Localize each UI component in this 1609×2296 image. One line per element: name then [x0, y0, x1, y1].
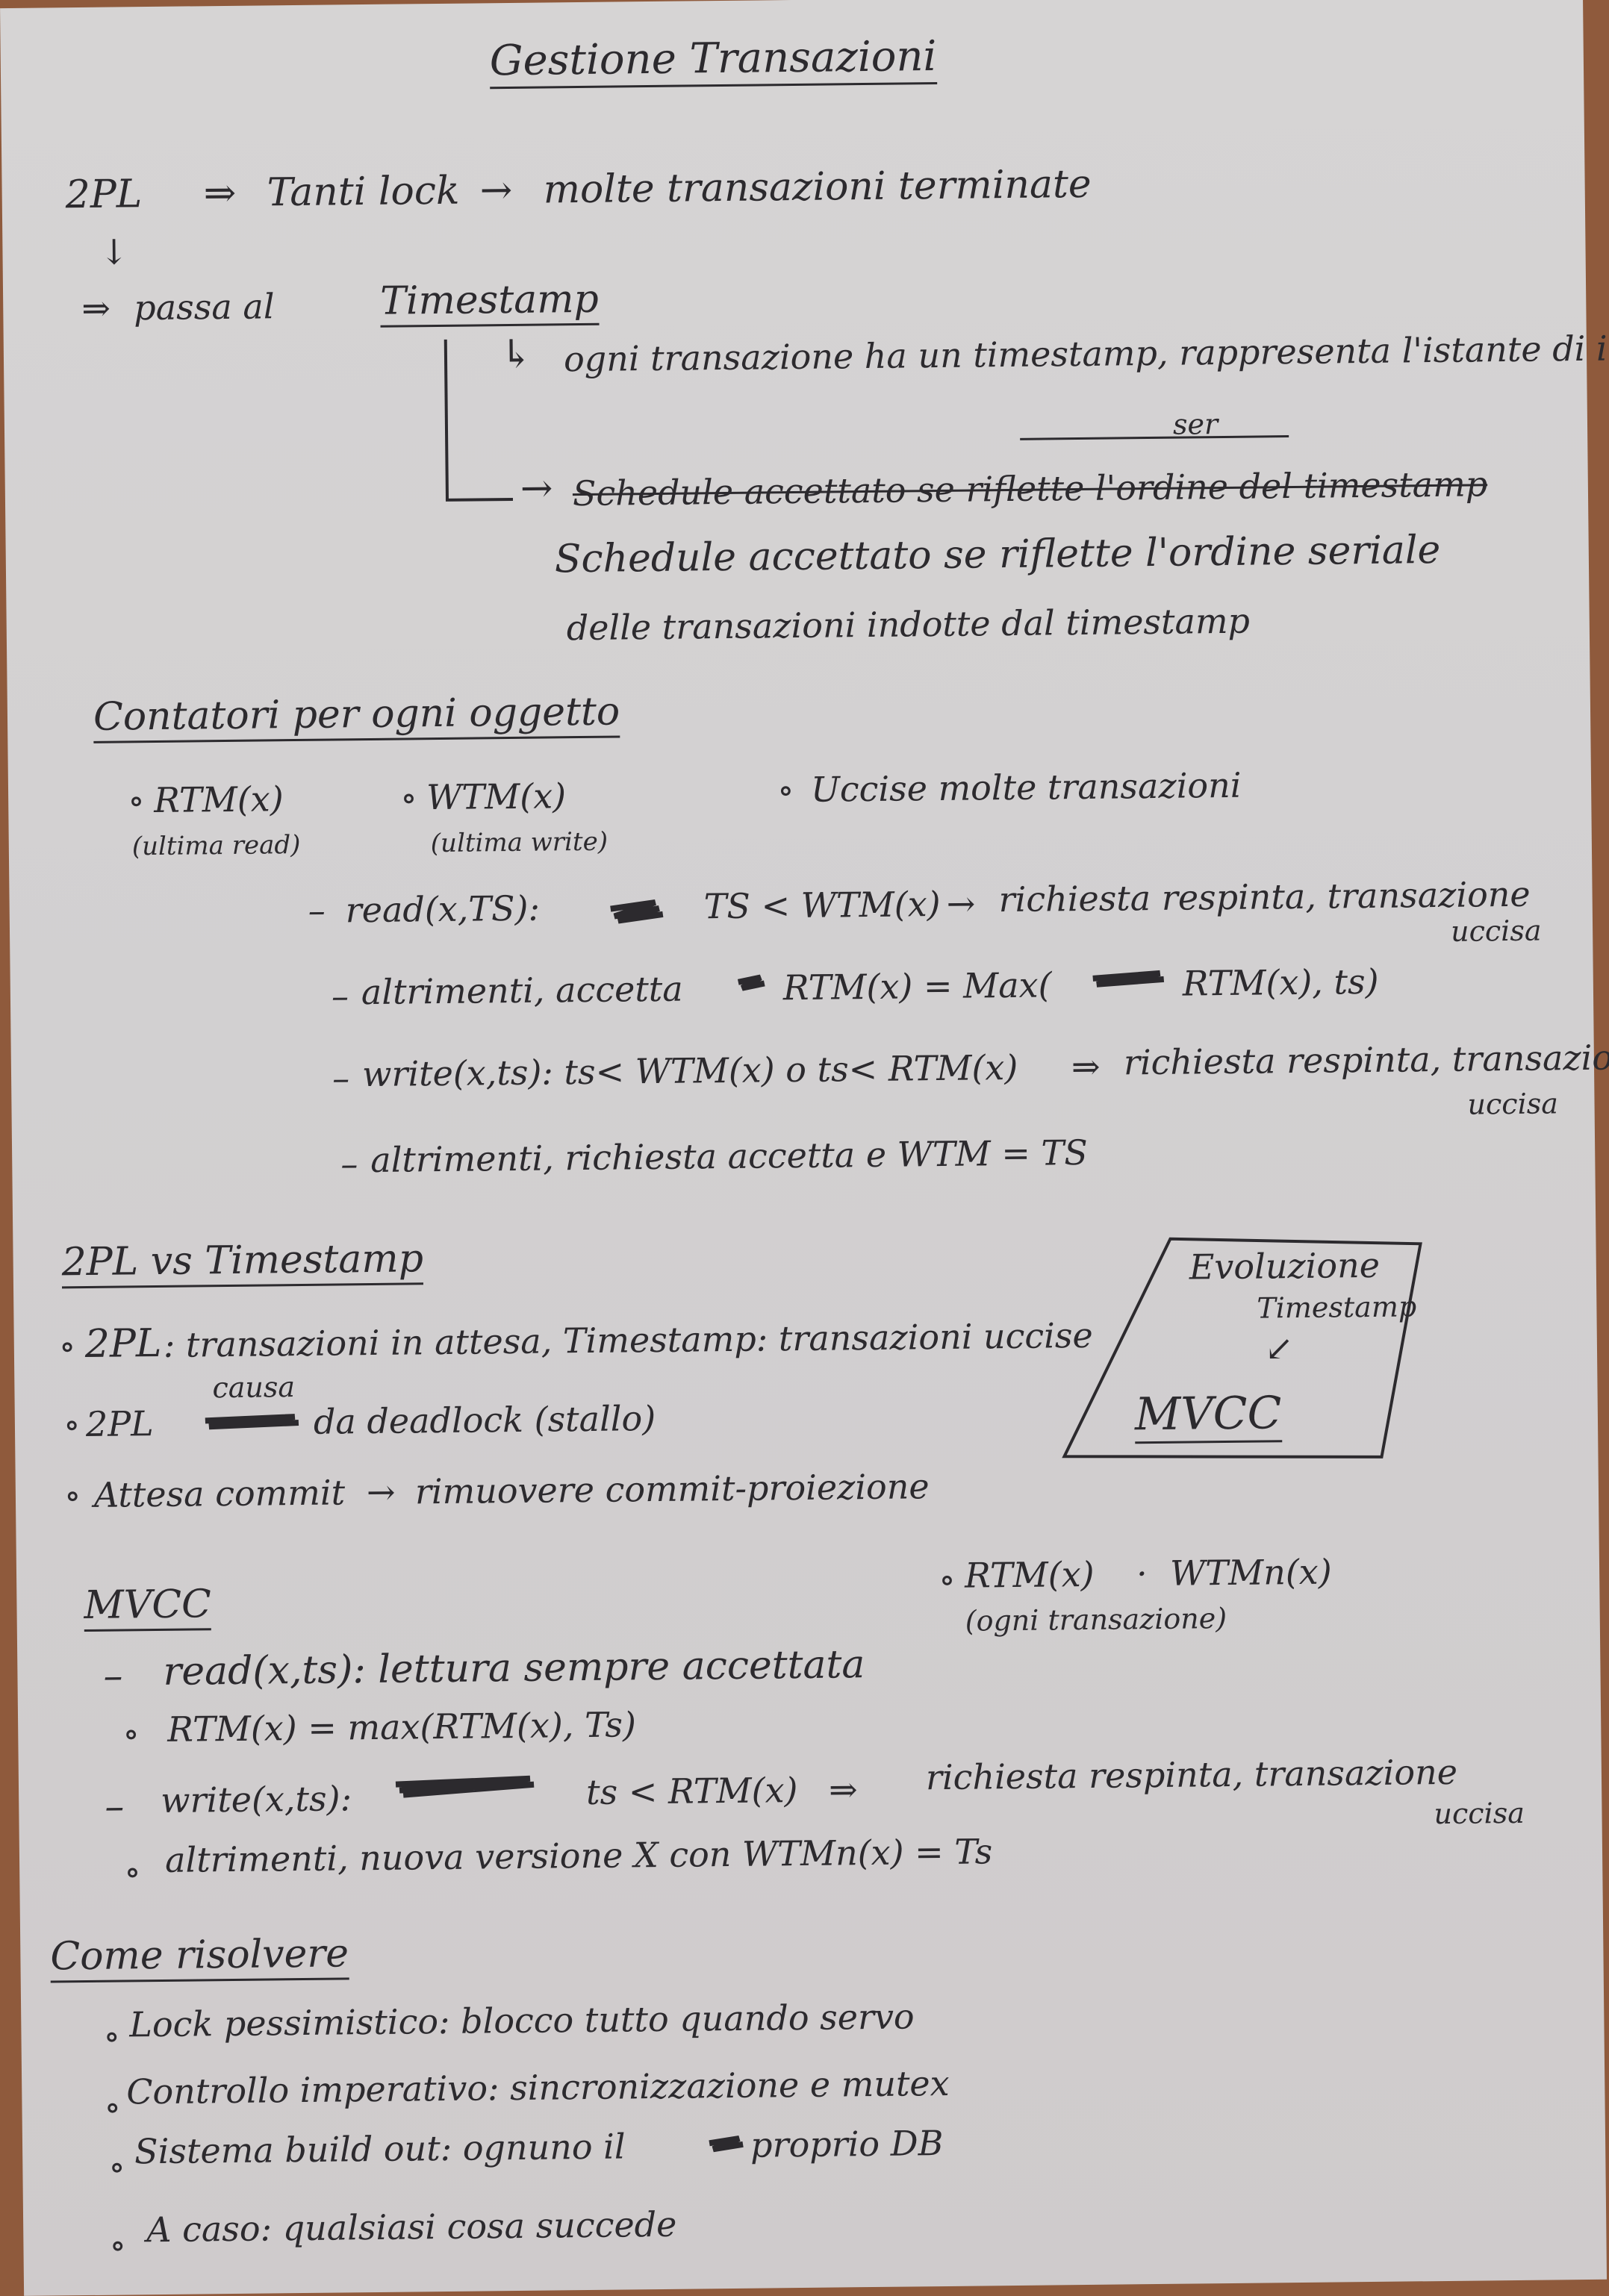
scribble-mark	[395, 1775, 535, 1798]
scribble-mark	[205, 1414, 299, 1430]
evolution-box	[1062, 1237, 1422, 1459]
scribble-mark	[737, 974, 765, 991]
scribble-mark	[1092, 970, 1165, 988]
scribble-mark	[709, 2135, 744, 2153]
scribble-mark	[610, 899, 664, 924]
